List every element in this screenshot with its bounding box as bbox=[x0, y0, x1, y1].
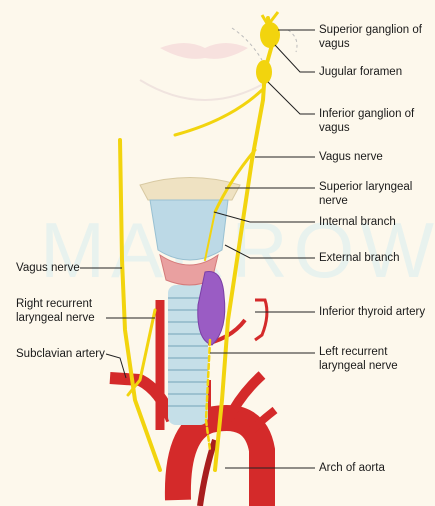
lips-outline bbox=[140, 43, 270, 100]
vagus-ganglia bbox=[256, 12, 280, 84]
label-jugular-foramen: Jugular foramen bbox=[319, 65, 402, 79]
label-arch-of-aorta: Arch of aorta bbox=[319, 461, 385, 475]
label-vagus-nerve-left: Vagus nerve bbox=[319, 150, 383, 164]
label-subclavian-artery: Subclavian artery bbox=[16, 347, 105, 361]
nerve-branch-face bbox=[175, 90, 262, 135]
label-internal-branch: Internal branch bbox=[319, 215, 396, 229]
label-inferior-thyroid-artery: Inferior thyroid artery bbox=[319, 305, 425, 319]
label-external-branch: External branch bbox=[319, 251, 400, 265]
label-vagus-nerve-right: Vagus nerve bbox=[16, 261, 80, 275]
skull-base-outline bbox=[232, 28, 262, 60]
